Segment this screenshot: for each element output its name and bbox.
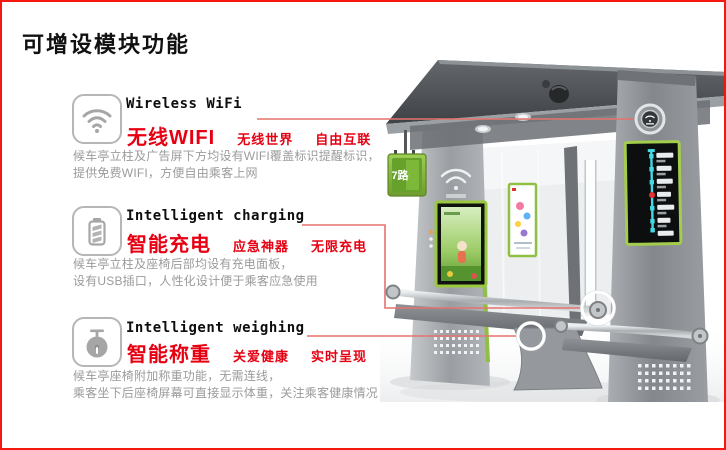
feature-labels-charging: 智能充电 应急神器 无限充电 — [127, 228, 367, 257]
bus-shelter-render: 7路 — [380, 60, 724, 402]
feature-tag: 关爱健康 — [233, 349, 290, 364]
speaker-grille-right — [638, 364, 691, 390]
bus-route-sign: 7路 — [387, 130, 427, 197]
feature-desc-wifi: 候车亭立柱及广告屏下方均设有WIFI覆盖标识提醒标识， 提供免费WIFI，方便自… — [73, 149, 380, 180]
feature-tag: 实时呈现 — [311, 349, 368, 364]
pillar-ad-screen — [434, 200, 488, 288]
feature-desc-weighing: 候车亭座椅附加称重功能，无需连线， 乘客坐下后座椅屏幕可直接显示体重，关注乘客健… — [73, 369, 379, 400]
bus-route-sign-label: 7路 — [391, 168, 409, 182]
feature-heading-weighing: Intelligent weighing — [126, 320, 305, 336]
feature-label-zh: 智能充电 — [127, 234, 211, 256]
bench-right — [554, 319, 709, 362]
route-display-panel — [623, 140, 683, 246]
feature-tag: 自由互联 — [315, 132, 372, 147]
page-title: 可增设模块功能 — [22, 32, 191, 57]
feature-heading-wifi: Wireless WiFi — [126, 96, 243, 112]
feature-labels-weighing: 智能称重 关爱健康 实时呈现 — [127, 338, 367, 367]
feature-labels-wifi: 无线WIFI 无线世界 自由互联 — [127, 121, 371, 150]
feature-heading-charging: Intelligent charging — [126, 208, 305, 224]
charging-feature-icon-box — [72, 206, 122, 256]
weighing-feature-icon-box — [72, 317, 122, 367]
wifi-emblem — [634, 103, 666, 135]
wifi-paint-icon — [440, 168, 472, 190]
feature-label-zh: 无线WIFI — [127, 127, 216, 149]
ad-poster — [507, 182, 538, 258]
wifi-icon — [82, 109, 112, 133]
light-strip — [586, 160, 595, 306]
feature-tag: 无线世界 — [237, 132, 294, 147]
feature-label-zh: 智能称重 — [127, 344, 211, 366]
battery-icon — [88, 218, 106, 246]
feature-desc-charging: 候车亭立柱及座椅后部均设有充电面板， 设有USB插口，人性化设计便于乘客应急使用 — [73, 257, 318, 288]
bench-handrail — [558, 322, 702, 340]
stopwatch-icon — [86, 329, 108, 358]
wifi-feature-icon-box — [72, 94, 122, 144]
indicator-leds — [429, 230, 433, 248]
speaker-grille-left — [434, 330, 479, 354]
right-pillar — [608, 70, 708, 402]
current-station-dot — [649, 192, 656, 199]
feature-tag: 无限充电 — [311, 239, 368, 254]
feature-tag: 应急神器 — [233, 239, 290, 254]
route-stations — [649, 152, 675, 236]
